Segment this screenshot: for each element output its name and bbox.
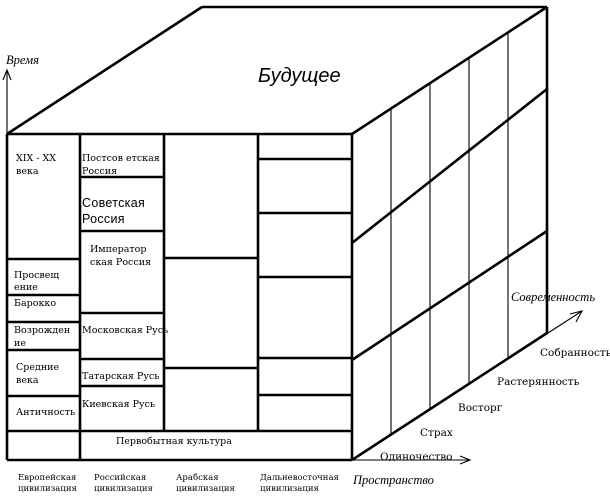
epoch-enlightenment-line1: Просвещ xyxy=(14,270,59,281)
epoch-renaissance-line1: Возрожден xyxy=(14,325,70,336)
european-row-dividers xyxy=(7,257,80,398)
depth-state-fear: Страх xyxy=(420,427,453,439)
front-column-dividers xyxy=(78,134,260,460)
epoch-renaissance-line2: ие xyxy=(14,338,26,349)
epoch-tatar-rus: Татарская Русь xyxy=(82,371,159,382)
column-fareast-line2: цивилизация xyxy=(260,484,319,494)
column-european-line2: цивилизация xyxy=(18,484,77,494)
epoch-xix-xx-line1: XIX - XX xyxy=(16,153,56,164)
epoch-soviet-line2: Россия xyxy=(82,212,125,226)
primitive-culture-label: Первобытная культура xyxy=(116,436,232,447)
epoch-imperial-line1: Император xyxy=(90,244,146,255)
fareast-row-dividers xyxy=(258,157,352,397)
column-european-line1: Европейская xyxy=(18,473,76,483)
epoch-imperial-line2: ская Россия xyxy=(90,257,151,268)
column-russian-line2: цивилизация xyxy=(94,484,153,494)
space-axis-label: Пространство xyxy=(352,473,434,487)
epoch-middle-ages-line1: Средние xyxy=(16,362,59,373)
depth-state-confusion: Растерянность xyxy=(497,376,580,388)
epoch-antiquity: Античность xyxy=(16,407,75,418)
cube-right-face xyxy=(351,7,549,462)
russian-row-dividers xyxy=(80,175,164,388)
epoch-baroque: Барокко xyxy=(14,298,56,309)
depth-slice-lines xyxy=(390,32,509,435)
epoch-enlightenment-line2: ение xyxy=(14,282,38,293)
arabic-row-dividers xyxy=(164,256,258,370)
epoch-soviet-line1: Советская xyxy=(82,196,145,210)
epoch-postsoviet-line2: Россия xyxy=(82,166,117,177)
column-arabic-line1: Арабская xyxy=(176,472,219,483)
time-axis-label: Время xyxy=(6,53,39,67)
epoch-kievan-rus: Киевская Русь xyxy=(82,399,155,410)
time-axis xyxy=(2,68,12,134)
epoch-postsoviet-line1: Постсов етская xyxy=(82,153,160,164)
depth-state-composure: Собранность xyxy=(540,347,610,359)
epoch-xix-xx-line2: века xyxy=(16,166,39,177)
column-russian-line1: Российская xyxy=(94,473,146,483)
depth-axis xyxy=(351,310,584,461)
front-face-frame xyxy=(5,132,354,462)
column-fareast-line1: Дальневосточная xyxy=(260,473,339,483)
depth-state-delight: Восторг xyxy=(458,402,503,414)
depth-state-loneliness: Одиночество xyxy=(380,451,452,463)
modernity-axis-label: Современность xyxy=(511,290,595,304)
column-arabic-line2: цивилизация xyxy=(176,484,235,494)
cube-top-face xyxy=(6,5,548,136)
epoch-moscow-rus: Московская Русь xyxy=(82,325,168,336)
epoch-middle-ages-line2: века xyxy=(16,375,39,386)
space-axis xyxy=(352,455,472,465)
future-title: Будущее xyxy=(258,65,341,87)
